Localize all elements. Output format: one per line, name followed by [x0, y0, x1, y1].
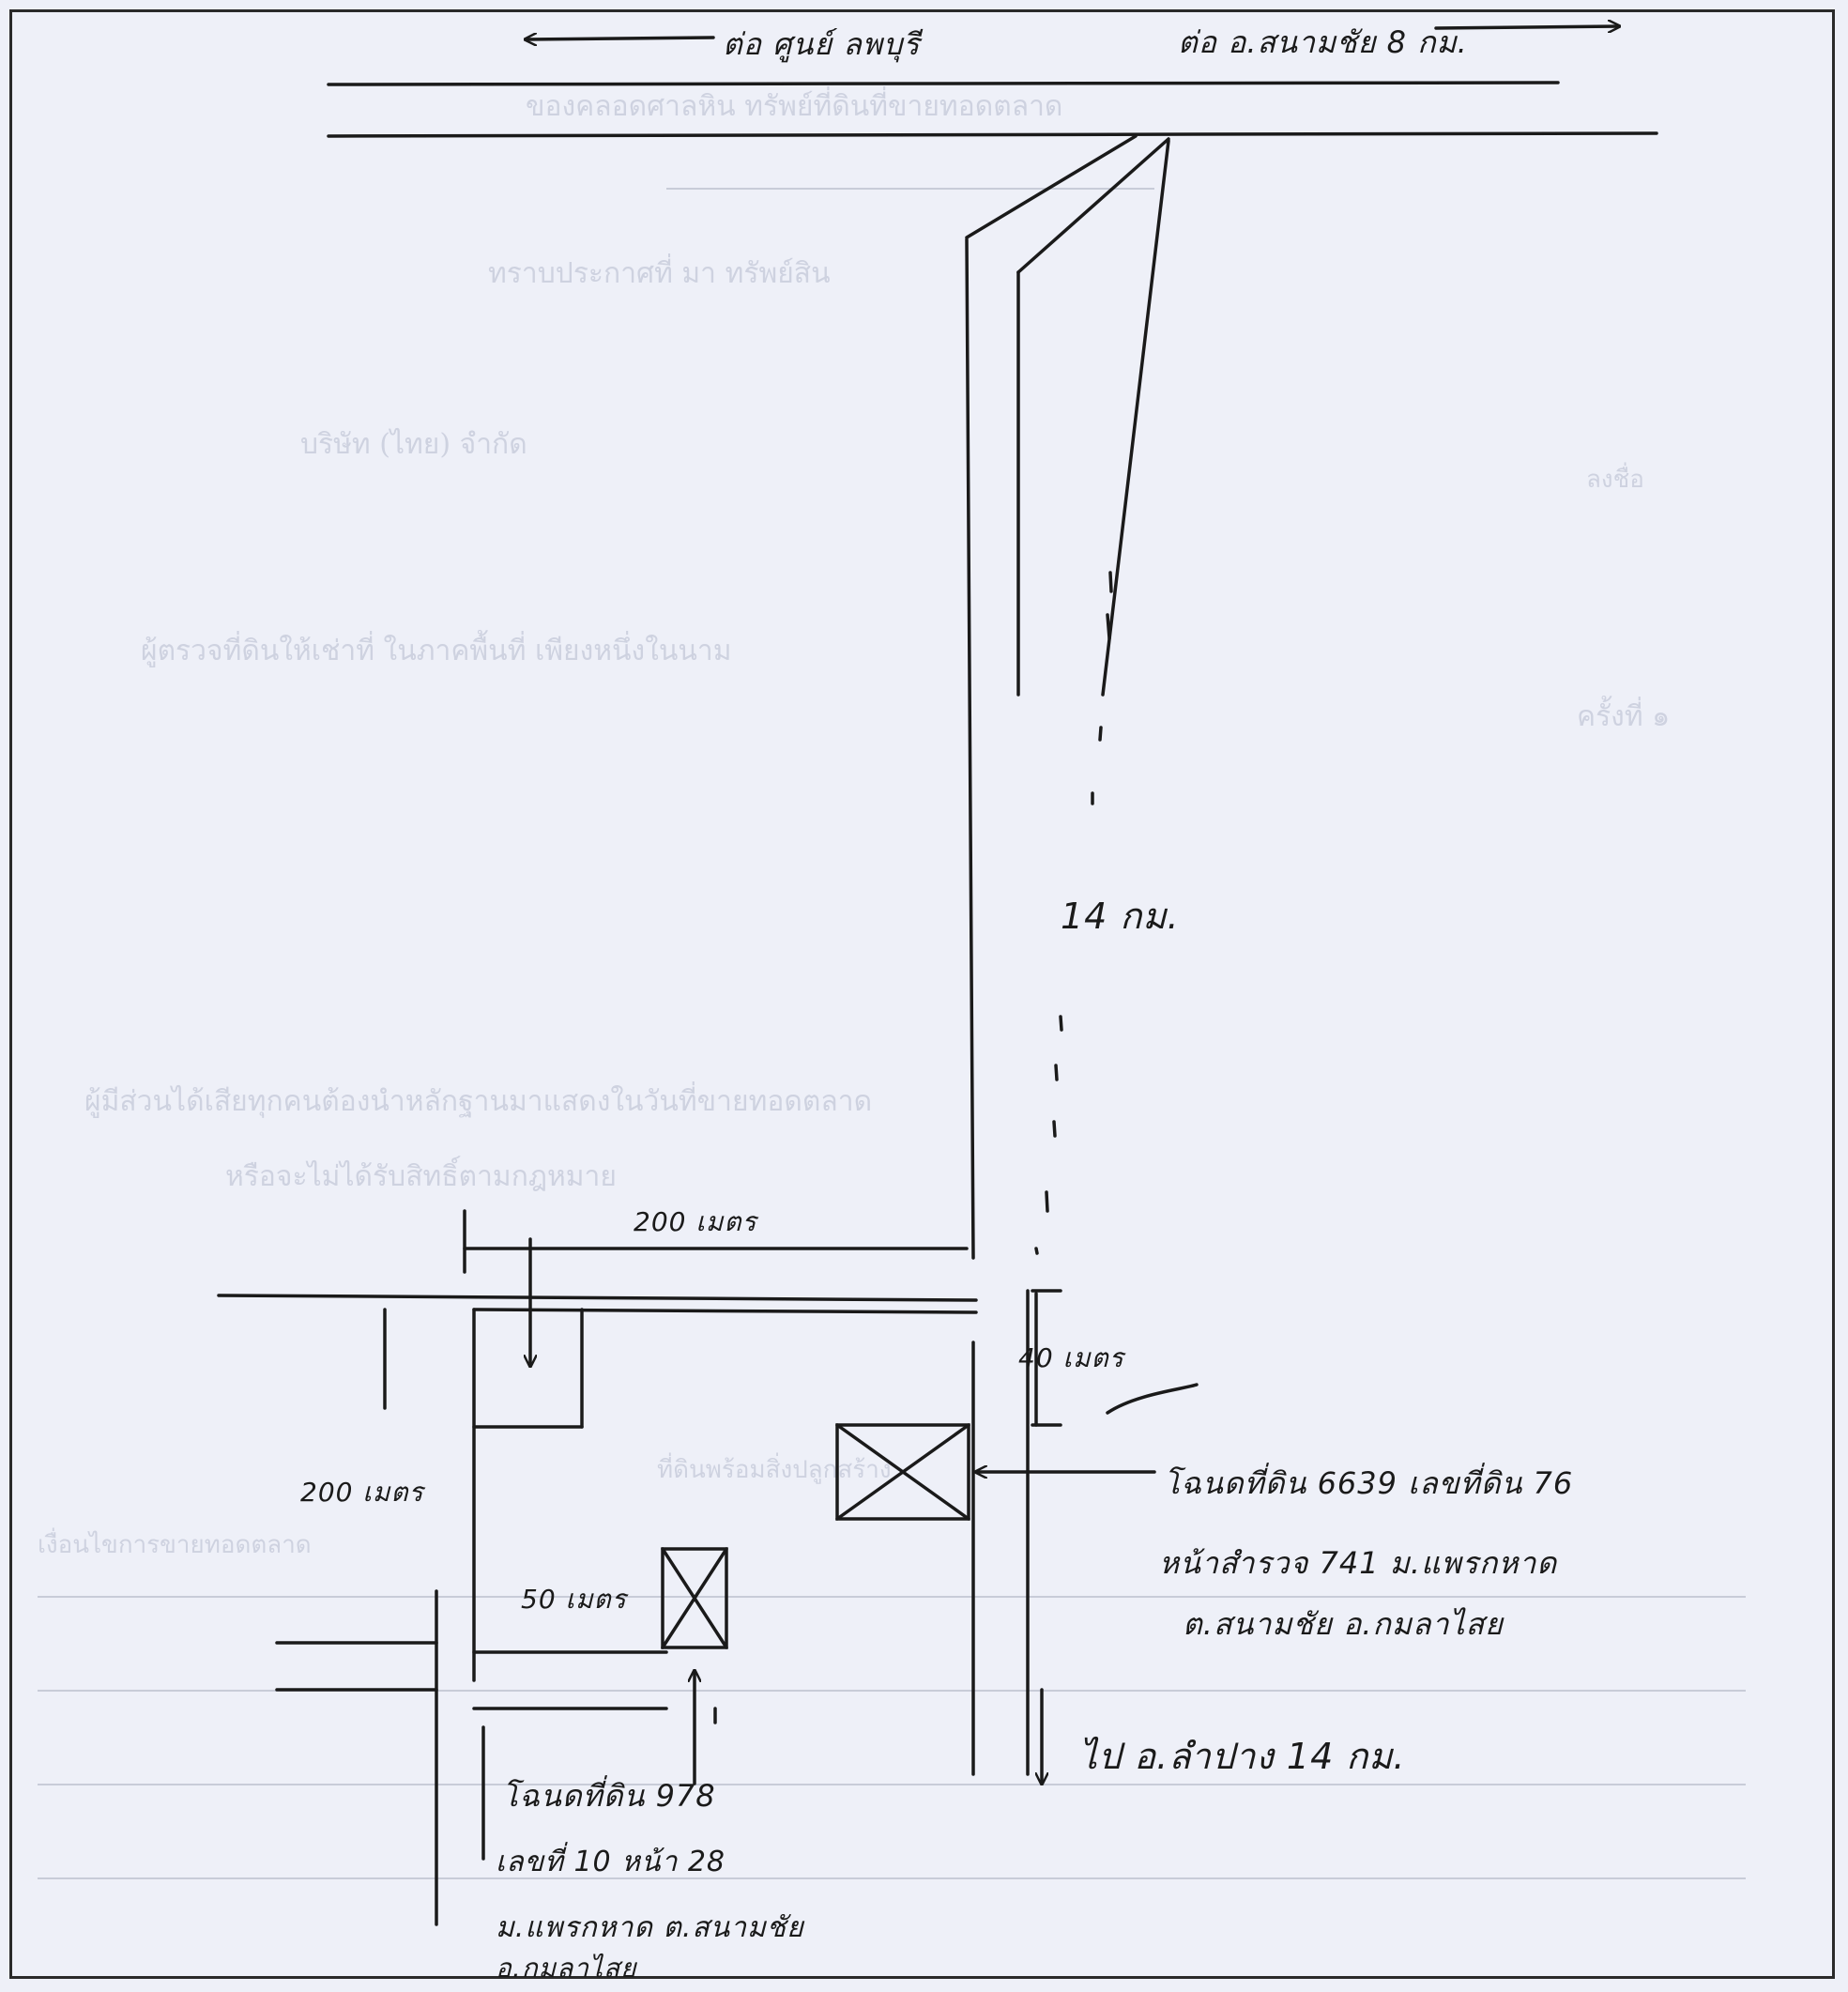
highway-line	[327, 131, 1658, 138]
property-2-cross	[661, 1547, 728, 1649]
distance-50m-label: 50 เมตร	[521, 1584, 627, 1615]
distance-200m-top-label: 200 เมตร	[634, 1206, 757, 1237]
background-text-line: เงื่อนไขการขายทอดตลาด	[38, 1531, 312, 1559]
signature-stroke	[1106, 1383, 1199, 1415]
property-1-deed-line-1: โฉนดที่ดิน 6639 เลขที่ดิน 76	[1164, 1465, 1574, 1501]
background-text-line: ทราบประกาศที่ มา ทรัพย์สิน	[488, 257, 831, 290]
background-rule	[38, 1596, 1746, 1598]
main-road-dashed-edge	[1034, 571, 1113, 1255]
main-road-distance-label: 14 กม.	[1061, 896, 1180, 937]
top-right-destination-label: ต่อ อ.สนามชัย 8 กม.	[1178, 24, 1468, 60]
property-2-deed-line-2: เลขที่ 10 หน้า 28	[496, 1846, 726, 1878]
left-direction-arrow	[526, 38, 715, 39]
branch-road-line	[1101, 139, 1170, 697]
right-direction-arrow	[1434, 26, 1619, 28]
background-rule	[38, 1784, 1746, 1785]
background-text-line: ผู้ตรวจที่ดินให้เช่าที่ ในภาคพื้นที่ เพี…	[141, 635, 732, 667]
background-rule	[38, 1877, 1746, 1879]
background-text-line: ครั้งที่ ๑	[1577, 700, 1671, 733]
background-text-line: ผู้มีส่วนได้เสียทุกคนต้องนำหลักฐานมาแสดง…	[84, 1085, 873, 1118]
top-left-destination-label: ต่อ ศูนย์ ลพบุรี	[723, 26, 921, 62]
branch-road-line	[965, 134, 1138, 239]
property-1-marker	[835, 1423, 970, 1521]
property-2-deed-line-4: อ.กมลาไสย	[496, 1953, 637, 1984]
property-1-cross	[835, 1423, 970, 1521]
branch-road-line	[1016, 137, 1170, 274]
background-text-line: หรือจะไม่ได้รับสิทธิ์ตามกฎหมาย	[225, 1160, 617, 1193]
main-road-left-edge	[965, 238, 975, 1260]
background-text-line: ที่ดินพร้อมสิ่งปลูกสร้าง	[657, 1456, 892, 1484]
background-rule	[38, 1690, 1746, 1692]
cross-road-line	[472, 1308, 978, 1314]
property-2-deed-line-3: ม.แพรกหาด ต.สนามชัย	[496, 1911, 804, 1944]
property-1-deed-line-2: หน้าสำรวจ 741 ม.แพรกหาด	[1159, 1545, 1558, 1581]
property-1-deed-line-3: ต.สนามชัย อ.กมลาไสย	[1183, 1606, 1504, 1642]
property-2-deed-line-1: โฉนดที่ดิน 978	[502, 1778, 716, 1814]
distance-40m-label: 40 เมตร	[1018, 1342, 1124, 1373]
distance-200m-left-label: 200 เมตร	[300, 1477, 424, 1508]
highway-line	[327, 81, 1560, 86]
page-border	[9, 9, 1835, 1979]
to-district-label: ไป อ.ลำปาง 14 กม.	[1079, 1736, 1406, 1777]
background-text-line: ลงชื่อ	[1586, 466, 1644, 494]
background-text-line: บริษัท (ไทย) จำกัด	[300, 428, 527, 461]
background-rule	[666, 188, 1154, 190]
cross-road-line	[217, 1294, 978, 1302]
property-2-marker	[661, 1547, 728, 1649]
background-text-line: ของคลอดศาลหิน ทรัพย์ที่ดินที่ขายทอดตลาด	[526, 90, 1063, 123]
